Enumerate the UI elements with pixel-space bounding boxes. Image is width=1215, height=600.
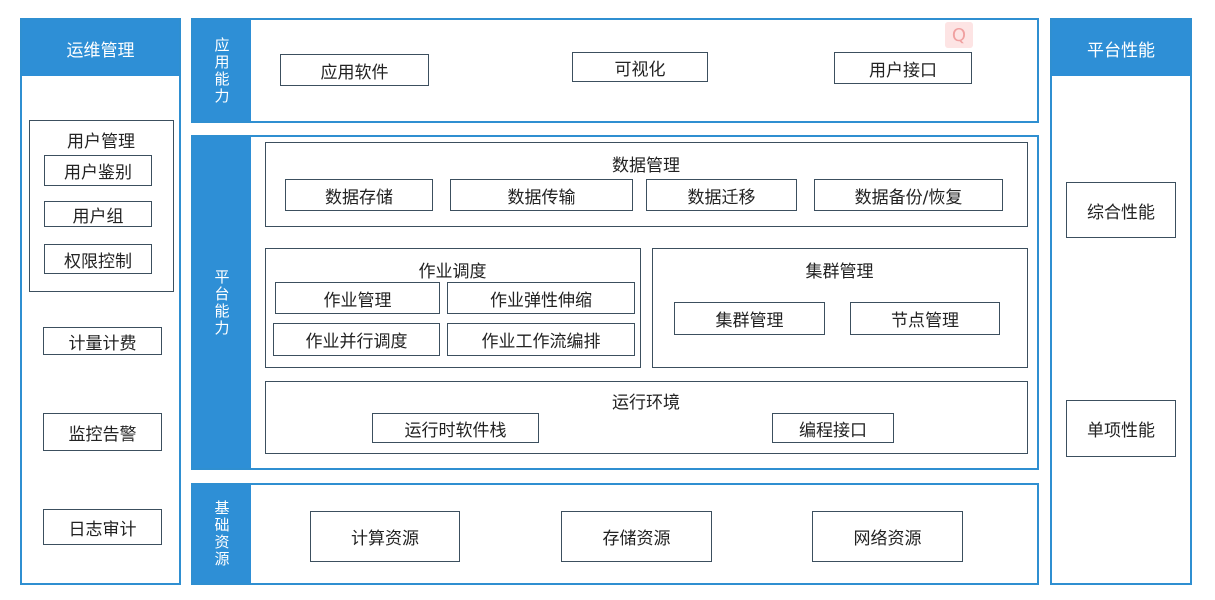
infrastructure-label: 基础资源: [193, 485, 251, 583]
app-software-box: 应用软件: [280, 54, 429, 86]
network-resources-box: 网络资源: [812, 511, 963, 562]
runtime-environment-title: 运行环境: [612, 393, 680, 413]
single-item-performance-box: 单项性能: [1066, 400, 1176, 457]
runtime-environment-group: 运行环境 运行时软件栈 编程接口: [265, 381, 1028, 454]
app-capability-label: 应用能力: [193, 20, 251, 121]
monitoring-alert-box: 监控告警: [43, 413, 162, 451]
user-group-box: 用户组: [44, 201, 152, 227]
platform-capability-panel: 平台能力 数据管理 数据存储 数据传输 数据迁移 数据备份/恢复 作业调度 作业…: [191, 135, 1039, 470]
permission-control-box: 权限控制: [44, 244, 152, 274]
programming-interface-box: 编程接口: [772, 413, 894, 443]
user-management-title: 用户管理: [67, 132, 135, 152]
user-authentication-box: 用户鉴别: [44, 155, 152, 186]
data-backup-restore-box: 数据备份/恢复: [814, 179, 1003, 211]
cluster-management-title: 集群管理: [805, 262, 874, 282]
runtime-software-stack-box: 运行时软件栈: [372, 413, 539, 443]
overall-performance-box: 综合性能: [1066, 182, 1176, 238]
cluster-management-group: 集群管理 集群管理 节点管理: [652, 248, 1028, 368]
compute-resources-box: 计算资源: [310, 511, 460, 562]
metering-billing-box: 计量计费: [43, 327, 162, 355]
app-capability-panel: 应用能力 应用软件 可视化 用户接口 Q: [191, 18, 1039, 123]
log-audit-box: 日志审计: [43, 509, 162, 545]
job-scheduling-group: 作业调度 作业管理 作业弹性伸缩 作业并行调度 作业工作流编排: [265, 248, 641, 368]
platform-capability-label-text: 平台能力: [212, 268, 231, 337]
data-storage-box: 数据存储: [285, 179, 433, 211]
storage-resources-box: 存储资源: [561, 511, 712, 562]
job-parallel-scheduling-box: 作业并行调度: [273, 323, 440, 356]
ops-management-panel: 运维管理 用户管理 用户鉴别 用户组 权限控制 计量计费 监控告警 日志审计: [20, 18, 181, 585]
data-transfer-box: 数据传输: [450, 179, 633, 211]
platform-performance-panel: 平台性能 综合性能 单项性能: [1050, 18, 1192, 585]
user-interface-box: 用户接口: [834, 52, 972, 84]
infrastructure-panel: 基础资源 计算资源 存储资源 网络资源: [191, 483, 1039, 585]
cluster-management-box: 集群管理: [674, 302, 825, 335]
app-capability-label-text: 应用能力: [212, 36, 231, 105]
job-elastic-scaling-box: 作业弹性伸缩: [447, 282, 635, 314]
user-management-group: 用户管理 用户鉴别 用户组 权限控制: [29, 120, 174, 292]
data-management-group: 数据管理 数据存储 数据传输 数据迁移 数据备份/恢复: [265, 142, 1028, 227]
ops-management-header: 运维管理: [22, 20, 179, 76]
infrastructure-label-text: 基础资源: [212, 500, 231, 568]
node-management-box: 节点管理: [850, 302, 1000, 335]
visualization-box: 可视化: [572, 52, 708, 82]
job-management-box: 作业管理: [275, 282, 440, 314]
job-workflow-orchestration-box: 作业工作流编排: [447, 323, 635, 356]
platform-performance-header: 平台性能: [1052, 20, 1190, 76]
data-management-title: 数据管理: [612, 156, 680, 176]
watermark-logo: Q: [945, 22, 973, 48]
data-migration-box: 数据迁移: [646, 179, 797, 211]
platform-capability-label: 平台能力: [193, 137, 251, 468]
job-scheduling-title: 作业调度: [418, 262, 487, 282]
